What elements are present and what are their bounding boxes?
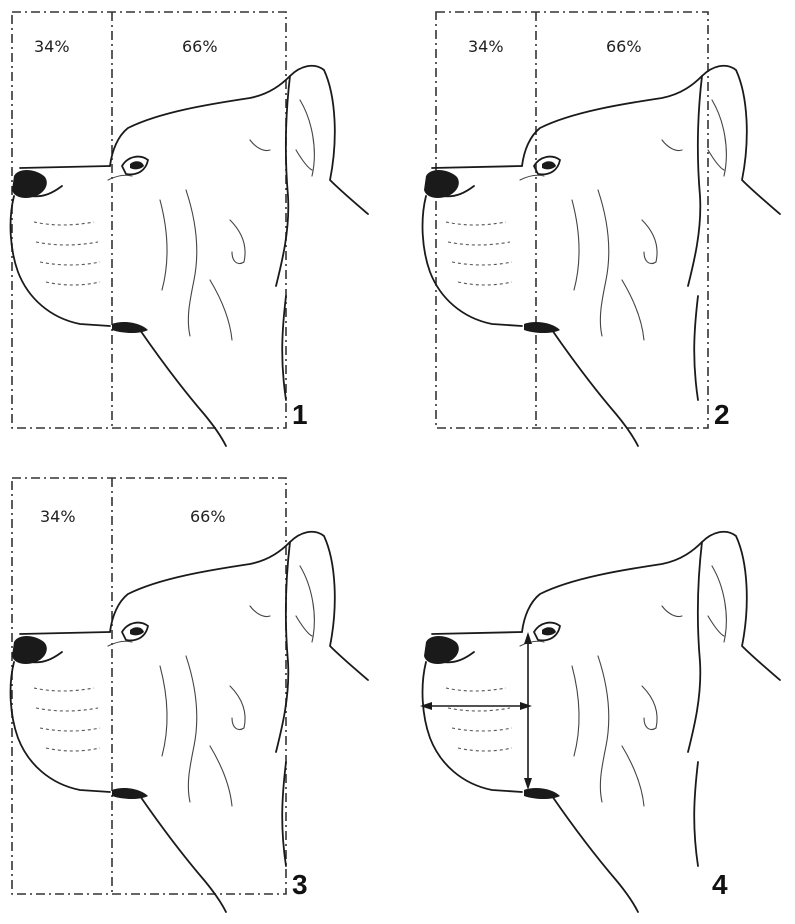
muzzle-depth-arrow (524, 632, 532, 790)
panel-1: 34% 66% 1 (11, 12, 368, 446)
panel-1-left-percent: 34% (34, 37, 70, 56)
muzzle-length-arrow (420, 702, 532, 710)
panel-1-right-percent: 66% (182, 37, 218, 56)
panel-4: 4 (420, 532, 780, 912)
panel-2-number: 2 (714, 399, 730, 430)
panel-2-right-percent: 66% (606, 37, 642, 56)
panel-3-number: 3 (292, 869, 308, 900)
panel-2: 34% 66% 2 (423, 12, 780, 446)
panel-3-left-percent: 34% (40, 507, 76, 526)
panel-3-right-percent: 66% (190, 507, 226, 526)
panel-3: 34% 66% 3 (11, 478, 368, 912)
panel-2-left-percent: 34% (468, 37, 504, 56)
panel-4-number: 4 (712, 869, 728, 900)
panel-1-number: 1 (292, 399, 308, 430)
